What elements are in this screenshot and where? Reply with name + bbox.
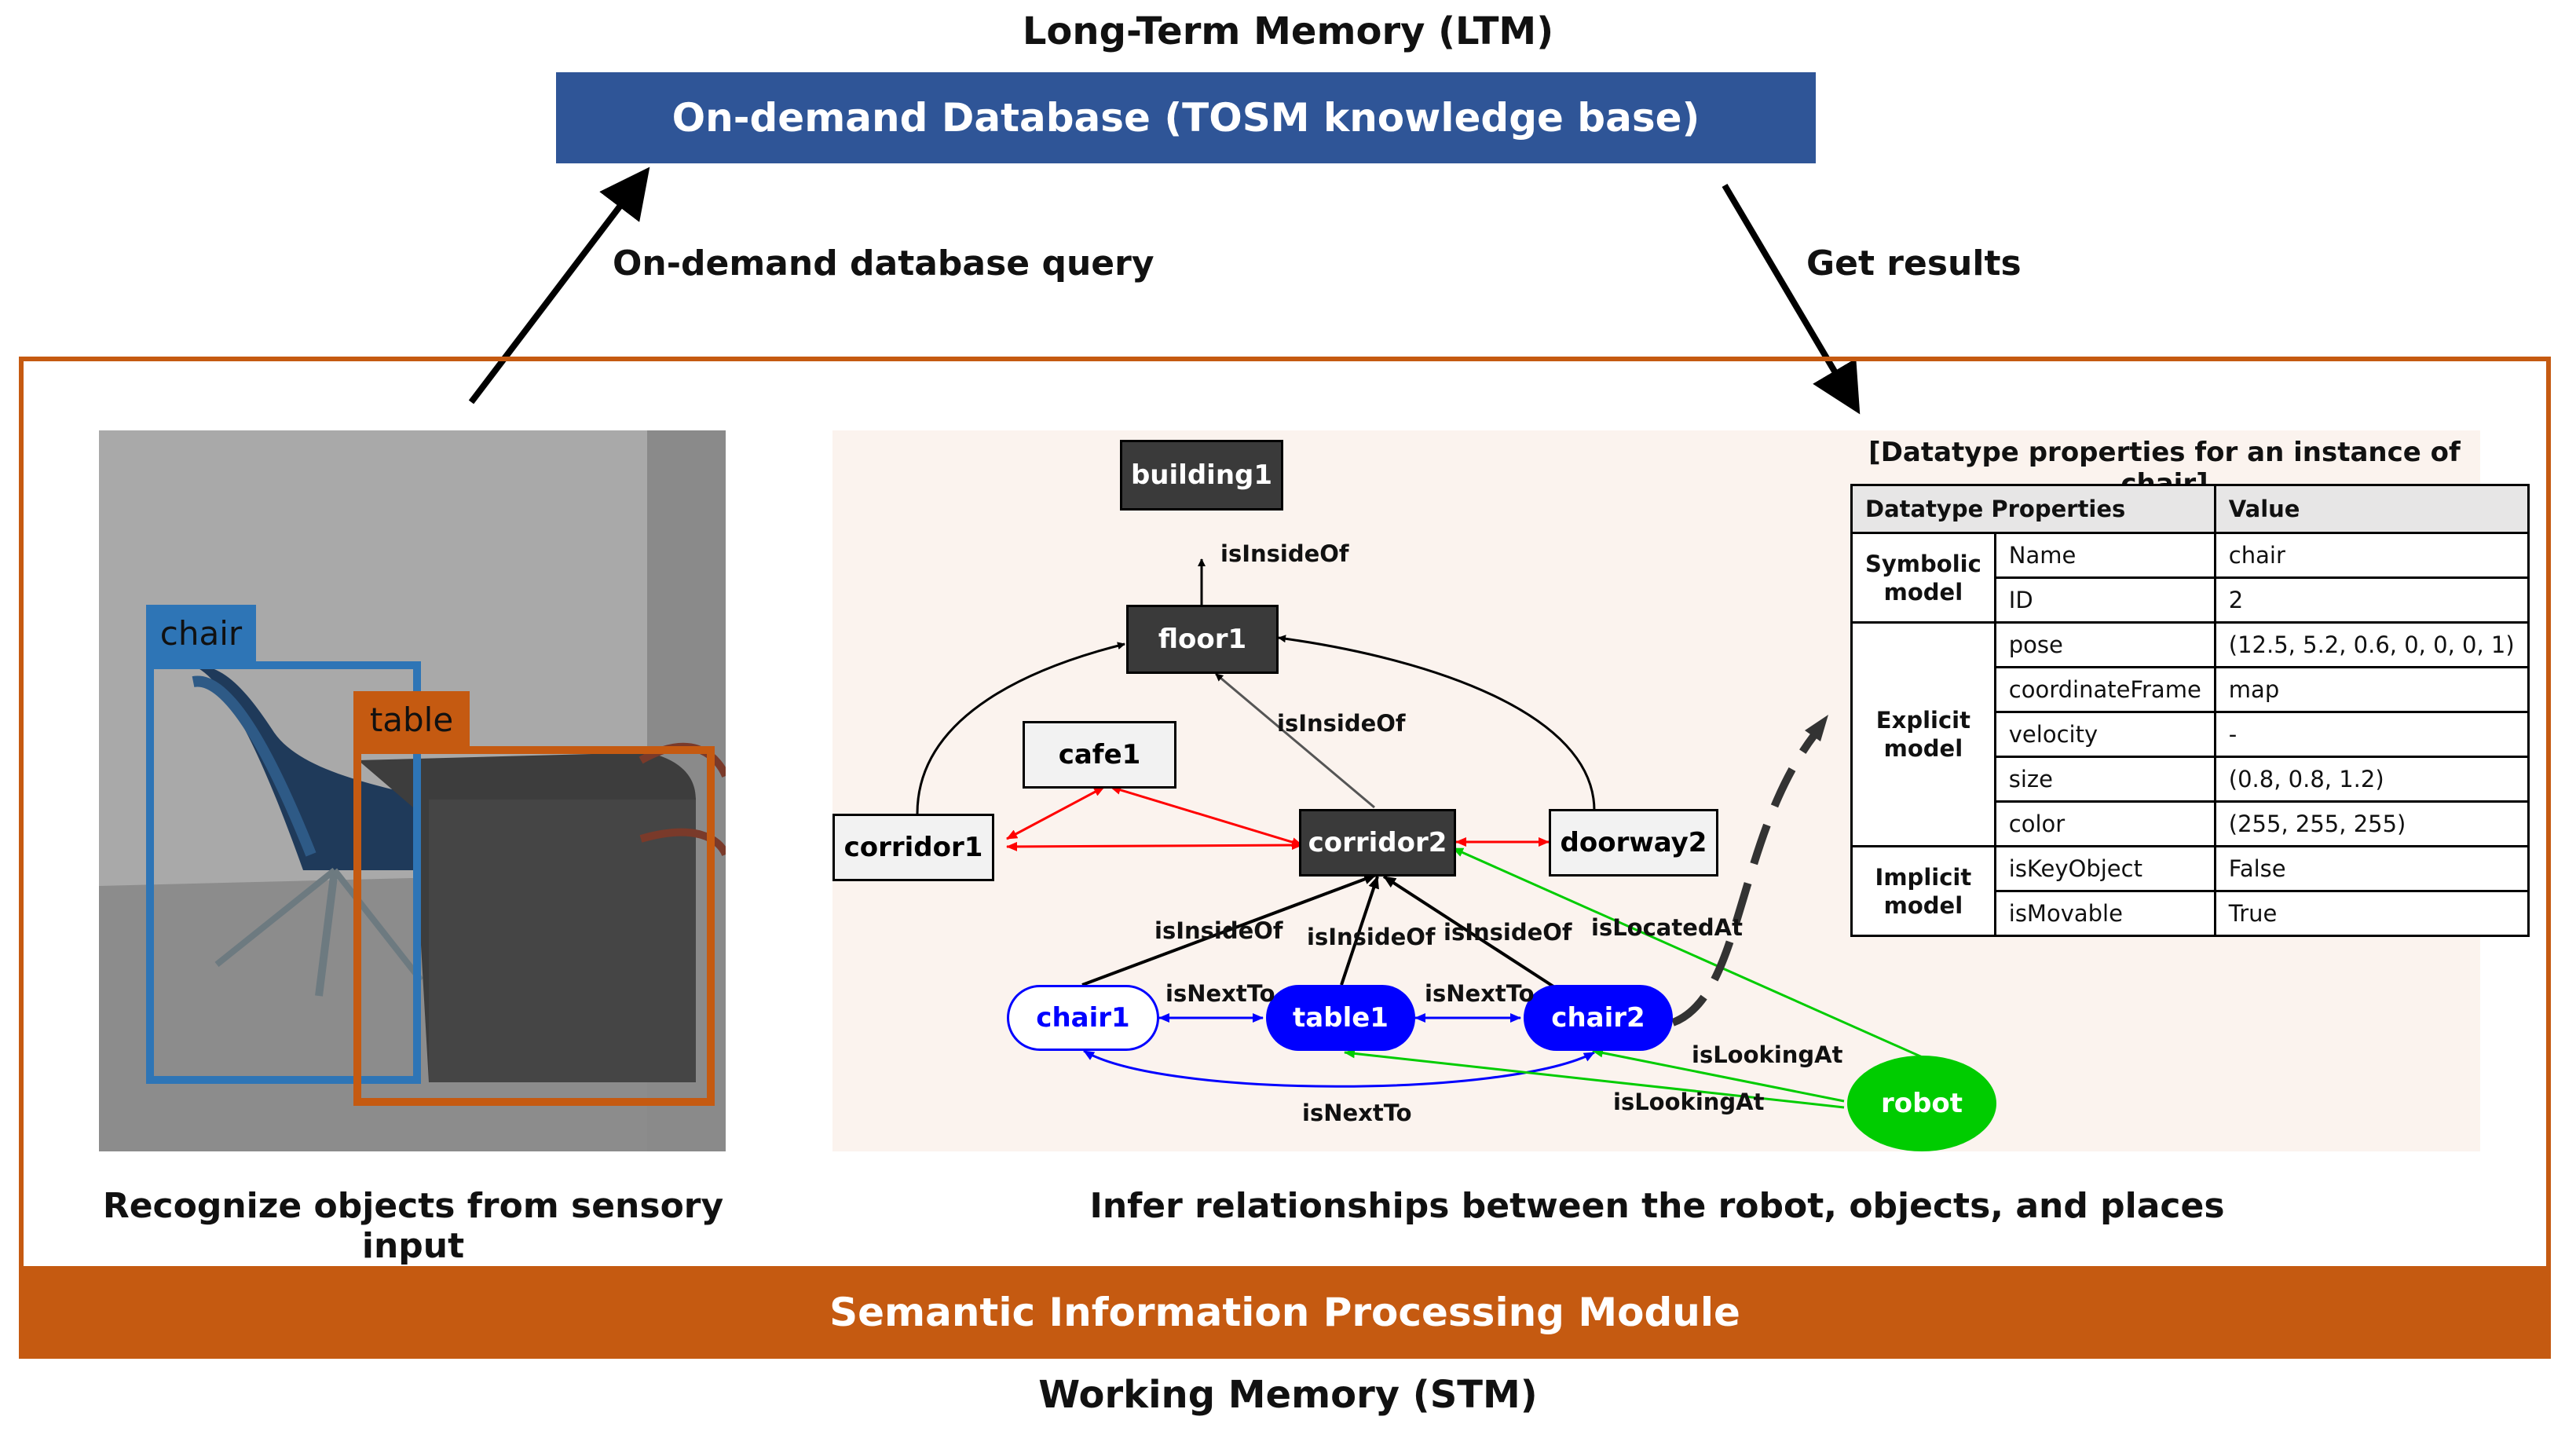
prop-value: False [2213, 845, 2530, 892]
table-row: Explicit model pose (12.5, 5.2, 0.6, 0, … [1850, 621, 2530, 847]
prop-value: 2 [2213, 576, 2530, 624]
label-robot-chair2: isLookingAt [1692, 1041, 1843, 1068]
module-banner: Semantic Information Processing Module [19, 1266, 2551, 1359]
edge-table1-corridor2 [1340, 876, 1379, 986]
table-row: size (0.8, 0.8, 1.2) [1852, 756, 2530, 803]
table-row: Implicit model isKeyObject False [1850, 845, 2530, 937]
label-table1-corridor2: isInsideOf [1307, 924, 1436, 950]
scene-drawing [99, 430, 726, 1151]
module-label: Semantic Information Processing Module [829, 1290, 1740, 1335]
properties-table: Datatype Properties Value Symbolic model… [1850, 484, 2530, 937]
group-symbolic: Symbolic model [1850, 532, 1996, 624]
edge-doorway2-floor [1278, 635, 1596, 811]
label-chair1-corridor2: isInsideOf [1154, 917, 1283, 944]
node-floor1: floor1 [1126, 605, 1279, 674]
group-explicit: Explicit model [1850, 621, 1996, 847]
chair2-properties-link [1671, 732, 1817, 1027]
prop-name: isMovable [1993, 890, 2216, 937]
edge-corridor1-floor [916, 642, 1125, 814]
results-label: Get results [1806, 243, 2022, 284]
group-implicit: Implicit model [1850, 845, 1996, 937]
relationship-graph [916, 558, 1927, 1109]
header-value: Value [2213, 484, 2530, 534]
prop-value: (0.8, 0.8, 1.2) [2213, 756, 2530, 803]
prop-name: color [1993, 800, 2216, 847]
node-doorway2: doorway2 [1549, 809, 1718, 877]
prop-value: True [2213, 890, 2530, 937]
prop-name: isKeyObject [1993, 845, 2216, 892]
label-chair2-corridor2: isInsideOf [1444, 919, 1572, 946]
table-header-row: Datatype Properties Value [1850, 484, 2530, 534]
edge-robot-chair2 [1592, 1048, 1845, 1103]
edge-chair2-corridor2 [1382, 875, 1555, 988]
label-chair1-table1: isNextTo [1165, 980, 1275, 1007]
label-corridor2-floor: isInsideOf [1277, 710, 1406, 737]
prop-value: map [2213, 666, 2530, 713]
header-properties: Datatype Properties [1850, 484, 2216, 534]
query-arrow [468, 167, 650, 404]
table-bbox [353, 746, 715, 1106]
table-row: coordinateFrame map [1852, 666, 2530, 713]
chair-bbox [146, 661, 421, 1084]
node-table1: table1 [1266, 985, 1415, 1051]
label-robot-corridor2: isLocatedAt [1591, 914, 1743, 941]
database-label: On-demand Database (TOSM knowledge base) [671, 95, 1700, 141]
table-row: color (255, 255, 255) [1852, 800, 2530, 847]
edge-corridor1-cafe1 [1006, 785, 1105, 840]
prop-name: size [1993, 756, 2216, 803]
node-chair2: chair2 [1524, 985, 1673, 1051]
prop-name: ID [1993, 576, 2216, 624]
edge-chair1-corridor2 [1081, 873, 1377, 986]
edge-corridor1-corridor2 [1006, 840, 1303, 851]
edge-robot-table1 [1344, 1049, 1845, 1109]
working-memory-title: Working Memory (STM) [1038, 1373, 1538, 1417]
edge-chair1-chair2 [1083, 1049, 1595, 1088]
node-building1: building1 [1120, 440, 1283, 511]
prop-value: (255, 255, 255) [2213, 800, 2530, 847]
query-label: On-demand database query [613, 243, 1154, 284]
prop-value: - [2213, 711, 2530, 758]
edge-cafe1-corridor2 [1110, 785, 1303, 847]
prop-name: Name [1993, 532, 2216, 579]
infer-caption: Infer relationships between the robot, o… [1089, 1186, 2225, 1226]
table-bbox-label: table [353, 691, 470, 748]
database-banner: On-demand Database (TOSM knowledge base) [556, 72, 1816, 163]
sensory-scene: chair table [99, 430, 726, 1151]
label-robot-table1: isLookingAt [1613, 1089, 1765, 1115]
label-chair1-chair2: isNextTo [1302, 1100, 1412, 1126]
node-cafe1: cafe1 [1023, 721, 1176, 789]
table-row: isMovable True [1852, 890, 2530, 937]
node-corridor1: corridor1 [832, 814, 994, 881]
prop-value: chair [2213, 532, 2530, 579]
node-robot: robot [1847, 1056, 1996, 1151]
table-row: Symbolic model Name chair [1850, 532, 2530, 624]
chair2-properties-arrowhead [1805, 715, 1828, 741]
label-table1-chair2: isNextTo [1425, 980, 1535, 1007]
label-floor-building: isInsideOf [1220, 540, 1349, 567]
table-row: velocity - [1852, 711, 2530, 758]
ltm-title: Long-Term Memory (LTM) [1022, 9, 1554, 53]
prop-name: pose [1993, 621, 2216, 668]
node-corridor2: corridor2 [1299, 809, 1456, 877]
node-chair1: chair1 [1007, 985, 1159, 1051]
prop-value: (12.5, 5.2, 0.6, 0, 0, 0, 1) [2213, 621, 2530, 668]
recognize-caption: Recognize objects from sensory input [102, 1186, 724, 1266]
chair-bbox-label: chair [146, 605, 256, 661]
prop-name: velocity [1993, 711, 2216, 758]
prop-name: coordinateFrame [1993, 666, 2216, 713]
edge-robot-corridor2 [1452, 847, 1927, 1060]
edge-corridor2-floor [1215, 672, 1375, 809]
table-row: ID 2 [1852, 576, 2530, 624]
